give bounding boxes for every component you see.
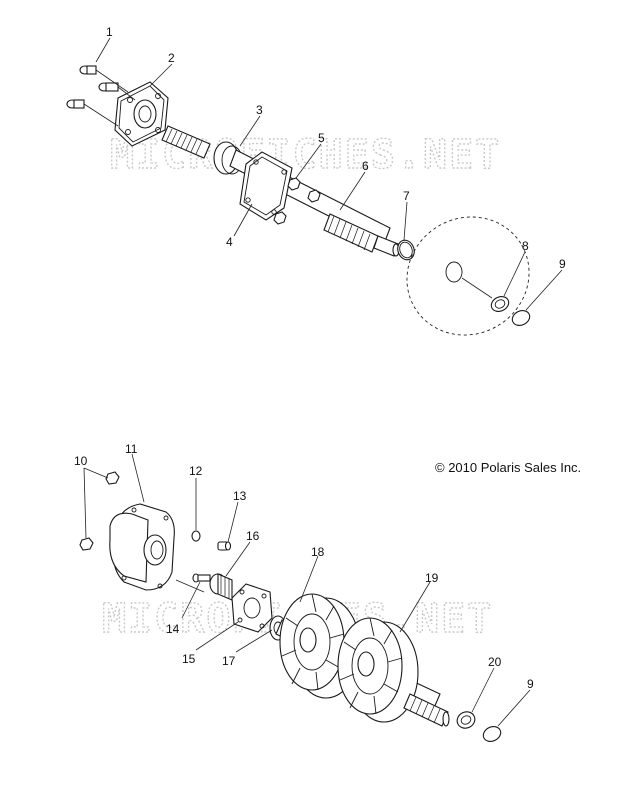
callout-label: 9 (559, 257, 566, 271)
ring-part-9-bottom (482, 726, 502, 742)
nut-part-10 (79, 471, 120, 551)
bolt-part-14 (192, 573, 211, 583)
callout-label: 17 (222, 654, 236, 668)
callout-label: 3 (256, 103, 263, 117)
callout-label: 19 (425, 571, 439, 585)
copyright-notice: © 2010 Polaris Sales Inc. (435, 460, 581, 475)
callout-label: 16 (246, 529, 260, 543)
plate-part-15 (231, 583, 273, 633)
callout-label: 7 (403, 189, 410, 203)
bottom-callouts: 10 11 12 13 14 15 16 17 18 19 20 9 (74, 442, 534, 691)
callout-label: 6 (362, 159, 369, 173)
bearing-plate-part-4 (239, 151, 293, 221)
callout-label: 1 (106, 25, 113, 39)
flange-plate-part-2 (114, 81, 169, 147)
callout-label: 18 (311, 545, 325, 559)
callout-label: 10 (74, 454, 88, 468)
bottom-assembly (79, 471, 502, 742)
bolt-part-1 (66, 65, 119, 109)
bushing-part-8 (490, 296, 510, 312)
top-assembly (66, 65, 531, 336)
copyright-text: © 2010 Polaris Sales Inc. (435, 460, 581, 475)
callout-label: 15 (182, 652, 196, 666)
pin-part-13 (217, 541, 232, 551)
sprocket-part-19 (337, 617, 419, 723)
callout-label: 12 (189, 464, 203, 478)
callout-label: 13 (233, 489, 247, 503)
bottom-callout-leaders (83, 453, 531, 727)
top-callout-leaders (95, 37, 563, 311)
washer-part-12 (191, 530, 201, 542)
gear-part-16 (209, 573, 233, 601)
callout-label: 14 (166, 622, 180, 636)
callout-label: 4 (226, 235, 233, 249)
callout-label: 11 (125, 442, 138, 456)
ring-part-9-top (511, 310, 531, 326)
callout-label: 8 (522, 239, 529, 253)
bushing-part-20 (456, 711, 476, 729)
snap-ring-part-7 (397, 239, 415, 261)
top-callouts: 1 2 3 4 5 6 7 8 9 (106, 25, 566, 271)
callout-label: 9 (527, 677, 534, 691)
brake-disc-outline (406, 216, 530, 336)
flange-housing-part-11 (109, 503, 175, 591)
callout-label: 20 (488, 655, 502, 669)
shaft-spline-end (403, 693, 450, 727)
callout-label: 2 (168, 51, 175, 65)
nut-part-5 (273, 177, 321, 225)
callout-label: 5 (318, 131, 325, 145)
